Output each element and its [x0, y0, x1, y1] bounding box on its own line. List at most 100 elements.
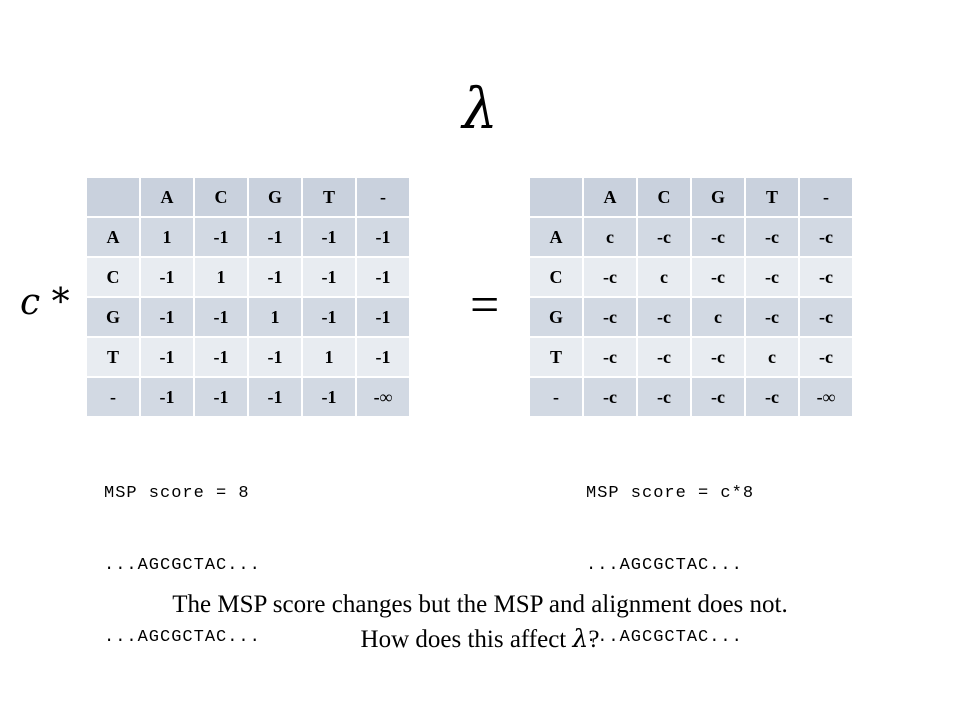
matrix-cell: -c — [692, 378, 744, 416]
matrix-cell: -1 — [141, 298, 193, 336]
caption-line-2: How does this affect λ? — [0, 622, 960, 657]
matrix-cell: -∞ — [357, 378, 409, 416]
matrix-cell: -c — [584, 258, 636, 296]
matrix-corner-cell — [87, 178, 139, 216]
matrix-col-header: G — [249, 178, 301, 216]
matrix-cell: -c — [746, 218, 798, 256]
matrix-cell: c — [584, 218, 636, 256]
alignment-sequence: ...AGCGCTAC... — [586, 556, 743, 575]
matrix-col-header: A — [141, 178, 193, 216]
matrix-row-header: - — [87, 378, 139, 416]
msp-score-text: MSP score = 8 — [104, 484, 250, 503]
matrix-cell: -c — [692, 338, 744, 376]
matrix-col-header: C — [638, 178, 690, 216]
matrix-cell: -c — [800, 298, 852, 336]
matrix-cell: -c — [638, 298, 690, 336]
matrix-cell: c — [638, 258, 690, 296]
matrix-cell: -1 — [141, 378, 193, 416]
matrix-row-header: C — [530, 258, 582, 296]
alignment-sequence: ...AGCGCTAC... — [104, 628, 261, 647]
matrix-col-header: A — [584, 178, 636, 216]
matrix-cell: -1 — [195, 298, 247, 336]
matrix-row: T -c -c -c c -c — [530, 338, 852, 376]
matrix-row-header: T — [530, 338, 582, 376]
matrix-col-header: G — [692, 178, 744, 216]
matrix-row: C -c c -c -c -c — [530, 258, 852, 296]
matrix-cell: -1 — [249, 258, 301, 296]
matrix-cell: c — [692, 298, 744, 336]
matrix-row: C -1 1 -1 -1 -1 — [87, 258, 409, 296]
matrix-row: G -1 -1 1 -1 -1 — [87, 298, 409, 336]
matrix-cell: -c — [638, 338, 690, 376]
matrix-header-row: A C G T - — [87, 178, 409, 216]
matrix-row: - -c -c -c -c -∞ — [530, 378, 852, 416]
matrix-cell: -c — [800, 258, 852, 296]
matrix-cell: -c — [746, 258, 798, 296]
matrix-row: A c -c -c -c -c — [530, 218, 852, 256]
equals-sign: = — [470, 277, 500, 334]
matrix-corner-cell — [530, 178, 582, 216]
alignment-sequence: ...AGCGCTAC... — [104, 556, 261, 575]
matrix-cell: -1 — [303, 258, 355, 296]
matrix-cell: -c — [800, 218, 852, 256]
matrix-cell: -1 — [357, 338, 409, 376]
matrix-cell: -1 — [249, 338, 301, 376]
matrix-row: T -1 -1 -1 1 -1 — [87, 338, 409, 376]
caption-question-text: How does this affect — [360, 626, 573, 653]
matrix-row: A 1 -1 -1 -1 -1 — [87, 218, 409, 256]
matrix-col-header: - — [800, 178, 852, 216]
matrix-row: G -c -c c -c -c — [530, 298, 852, 336]
matrix-cell: -1 — [141, 258, 193, 296]
matrix-row-header: A — [530, 218, 582, 256]
matrix-cell: -1 — [249, 378, 301, 416]
alignment-sequence: ...AGCGCTAC... — [586, 628, 743, 647]
matrix-cell: -c — [692, 218, 744, 256]
right-score-matrix: A C G T - A c -c -c -c -c C -c c -c -c -… — [528, 176, 854, 418]
matrix-row-header: C — [87, 258, 139, 296]
matrix-cell: -1 — [303, 378, 355, 416]
matrix-cell: 1 — [141, 218, 193, 256]
multiplier-label: c * — [20, 282, 70, 323]
msp-score-text: MSP score = c*8 — [586, 484, 755, 503]
matrix-cell: -c — [800, 338, 852, 376]
caption-question-mark: ? — [588, 626, 600, 653]
matrix-cell: c — [746, 338, 798, 376]
matrix-col-header: T — [746, 178, 798, 216]
matrix-cell: -1 — [195, 378, 247, 416]
matrix-cell: -c — [746, 298, 798, 336]
left-msp-block: MSP score = 8 ...AGCGCTAC... ...AGCGCTAC… — [104, 434, 261, 674]
left-score-matrix: A C G T - A 1 -1 -1 -1 -1 C -1 1 -1 -1 -… — [85, 176, 411, 418]
matrix-cell: -c — [692, 258, 744, 296]
matrix-row-header: A — [87, 218, 139, 256]
caption: The MSP score changes but the MSP and al… — [0, 588, 960, 657]
matrix-cell: -c — [746, 378, 798, 416]
matrix-cell: -1 — [195, 218, 247, 256]
matrix-cell: -1 — [141, 338, 193, 376]
matrix-cell: 1 — [195, 258, 247, 296]
matrix-cell: -c — [584, 298, 636, 336]
matrix-cell: -1 — [357, 258, 409, 296]
matrix-col-header: C — [195, 178, 247, 216]
matrix-cell: -1 — [195, 338, 247, 376]
matrix-cell: -c — [638, 378, 690, 416]
matrix-cell: 1 — [303, 338, 355, 376]
matrix-cell: -1 — [357, 298, 409, 336]
caption-line-1: The MSP score changes but the MSP and al… — [172, 591, 788, 618]
matrix-cell: -1 — [249, 218, 301, 256]
matrix-col-header: T — [303, 178, 355, 216]
matrix-row-header: G — [530, 298, 582, 336]
matrix-row-header: - — [530, 378, 582, 416]
matrix-cell: -1 — [357, 218, 409, 256]
matrix-cell: -c — [638, 218, 690, 256]
caption-lambda-symbol: λ — [572, 624, 589, 653]
matrix-cell: 1 — [249, 298, 301, 336]
matrix-cell: -c — [584, 378, 636, 416]
matrix-col-header: - — [357, 178, 409, 216]
right-msp-block: MSP score = c*8 ...AGCGCTAC... ...AGCGCT… — [586, 434, 754, 674]
matrix-header-row: A C G T - — [530, 178, 852, 216]
matrix-row-header: T — [87, 338, 139, 376]
matrix-row: - -1 -1 -1 -1 -∞ — [87, 378, 409, 416]
matrix-row-header: G — [87, 298, 139, 336]
matrix-cell: -c — [584, 338, 636, 376]
lambda-title: λ — [462, 77, 498, 142]
